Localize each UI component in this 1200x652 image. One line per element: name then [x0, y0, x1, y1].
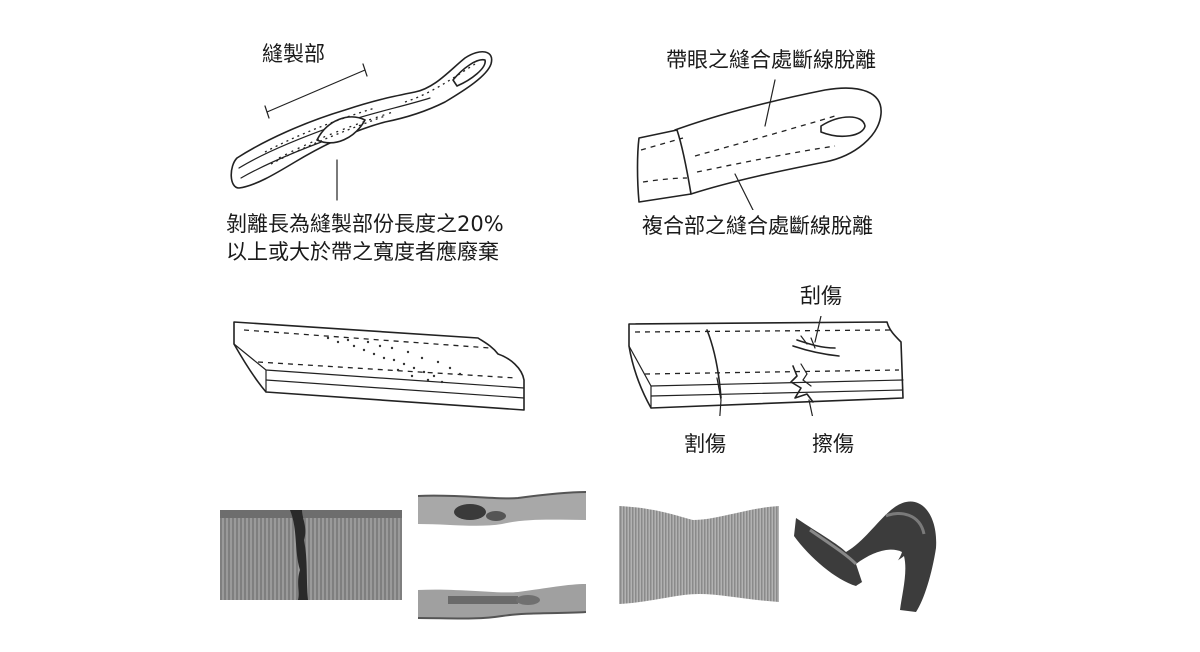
- eye-seam-break-label: 帶眼之縫合處斷線脫離: [666, 48, 876, 72]
- photo-torn-webbing: [220, 510, 402, 600]
- scratch-label: 刮傷: [800, 284, 842, 308]
- peel-criteria-caption-line1: 剝離長為縫製部份長度之20%: [226, 212, 504, 236]
- cut-label: 割傷: [684, 432, 726, 456]
- photo-frayed-webbing: [619, 506, 779, 604]
- eye-seam-break-drawing: [636, 79, 882, 210]
- stitched-eye-sling-drawing: [230, 51, 493, 201]
- stitched-part-label: 縫製部: [262, 42, 325, 66]
- photo-deformed-eye-sling: [794, 501, 937, 612]
- abrasion-label: 擦傷: [812, 432, 854, 456]
- composite-seam-break-label: 複合部之縫合處斷線脫離: [642, 214, 873, 238]
- photo-abraded-webbing-bottom: [418, 584, 586, 620]
- peel-criteria-caption-line2: 以上或大於帶之寬度者應廢棄: [226, 240, 499, 264]
- photo-abraded-webbing-top: [418, 491, 586, 526]
- webbing-strip-drawing: [233, 321, 525, 411]
- webbing-damage-types-drawing: [628, 316, 904, 416]
